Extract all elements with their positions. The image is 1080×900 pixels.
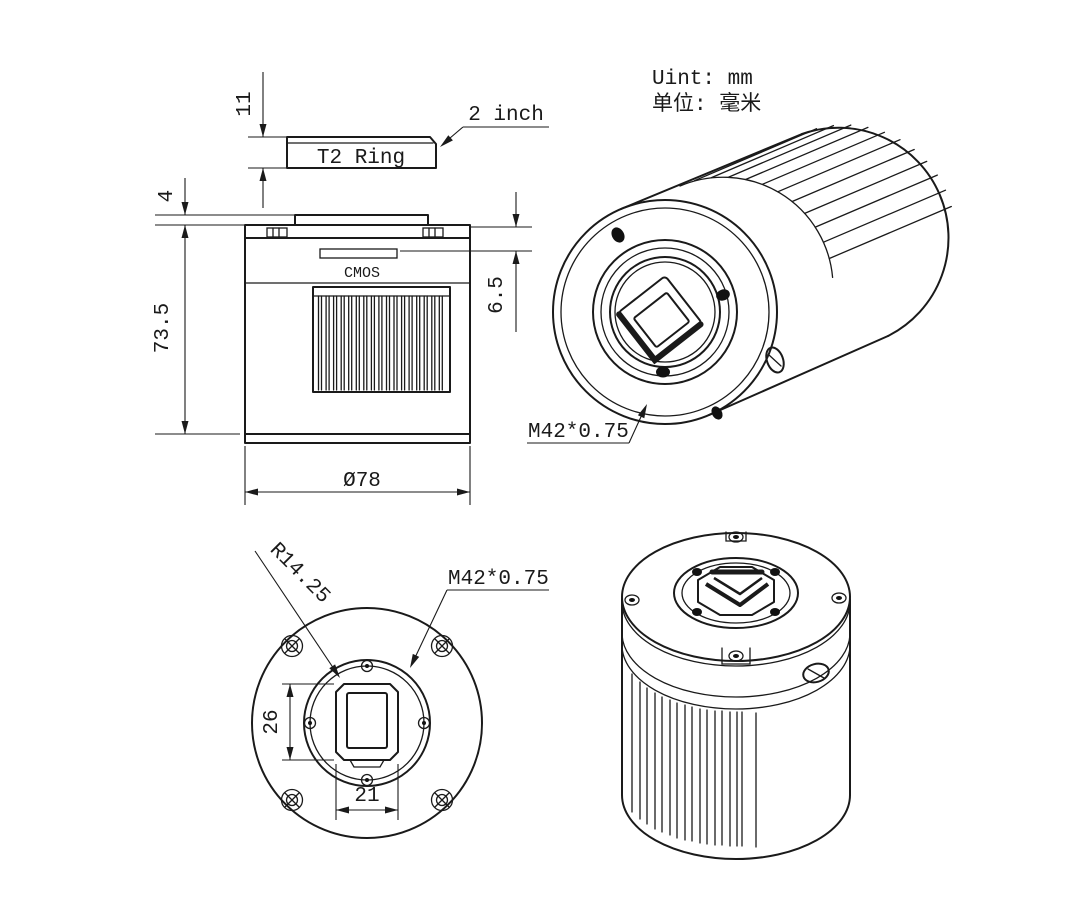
m42-callout-front: M42*0.75 [410,568,549,668]
two-inch-label: 2 inch [468,104,544,127]
cmos-slot [319,248,398,259]
two-inch-callout: 2 inch [440,104,549,147]
sensor-window [346,692,388,749]
m42-ring-outer [592,239,738,385]
dim-inner-width: 21 [335,764,399,820]
m42-label-front: M42*0.75 [448,568,549,591]
side-thumbscrew [765,346,785,374]
dim-78-label: Ø78 [343,470,381,493]
unit-note-zh: 单位: 毫米 [652,92,761,117]
iso-front-view: M42*0.75 [527,124,952,444]
iso-top-view [621,531,851,860]
dim-sensor-depth: 6.5 [470,192,532,332]
top-ring-outer [673,557,799,629]
front-screw-1 [611,227,625,243]
sensor-plate [335,683,399,761]
base-plate [244,433,471,444]
dim-26-label: 26 [261,709,284,734]
ring-screws [303,659,431,787]
front-rim-notch [711,406,723,420]
t2-ring-outline [286,136,437,169]
dim-flange-height: 4 [155,178,295,226]
front-face-rim [552,199,778,425]
corner-screws [280,634,454,812]
dim-21-label: 21 [354,785,379,808]
front-screw-2 [716,289,730,301]
dim-6-5-label: 6.5 [486,276,509,314]
heatsink-fins [312,286,451,393]
side-thumbscrew-2 [802,662,830,684]
dim-inner-height: 26 [261,683,334,761]
back-rim-arc [801,126,950,337]
dim-diameter: Ø78 [244,446,471,505]
front-view-body [251,607,483,839]
iso-top-fins [631,673,757,848]
top-opening [697,566,775,616]
top-face-screws [624,531,847,665]
radius-label: R14.25 [264,539,334,609]
front-view: R14.25 M42*0.75 26 21 [251,539,549,839]
m42-callout-iso: M42*0.75 [527,404,647,444]
iso-fins [679,124,952,279]
unit-note-en: Uint: mm [652,68,753,91]
dim-73-5-label: 73.5 [152,303,175,353]
dim-4-label: 4 [156,190,179,203]
sensor-assembly-iso [616,276,704,365]
cmos-label: CMOS [344,265,380,282]
dim-11-label: 11 [234,91,257,116]
clamp-screw-left [266,227,288,238]
dim-ring-thickness: 11 [234,72,287,208]
front-screw-3 [656,366,670,378]
radius-callout: R14.25 [254,539,340,678]
unit-note: Uint: mm 单位: 毫米 [652,68,761,117]
sensor-chevrons [704,569,770,607]
flange-outline [294,214,429,226]
t2-ring-label: T2 Ring [317,147,405,170]
sensor-plate-tab [349,759,385,768]
top-face-rim [621,532,851,662]
clamp-screw-right [422,227,444,238]
side-view: T2 Ring 11 2 inch CMOS [152,72,549,505]
m42-label-iso: M42*0.75 [528,421,629,444]
dim-body-height: 73.5 [152,225,240,435]
